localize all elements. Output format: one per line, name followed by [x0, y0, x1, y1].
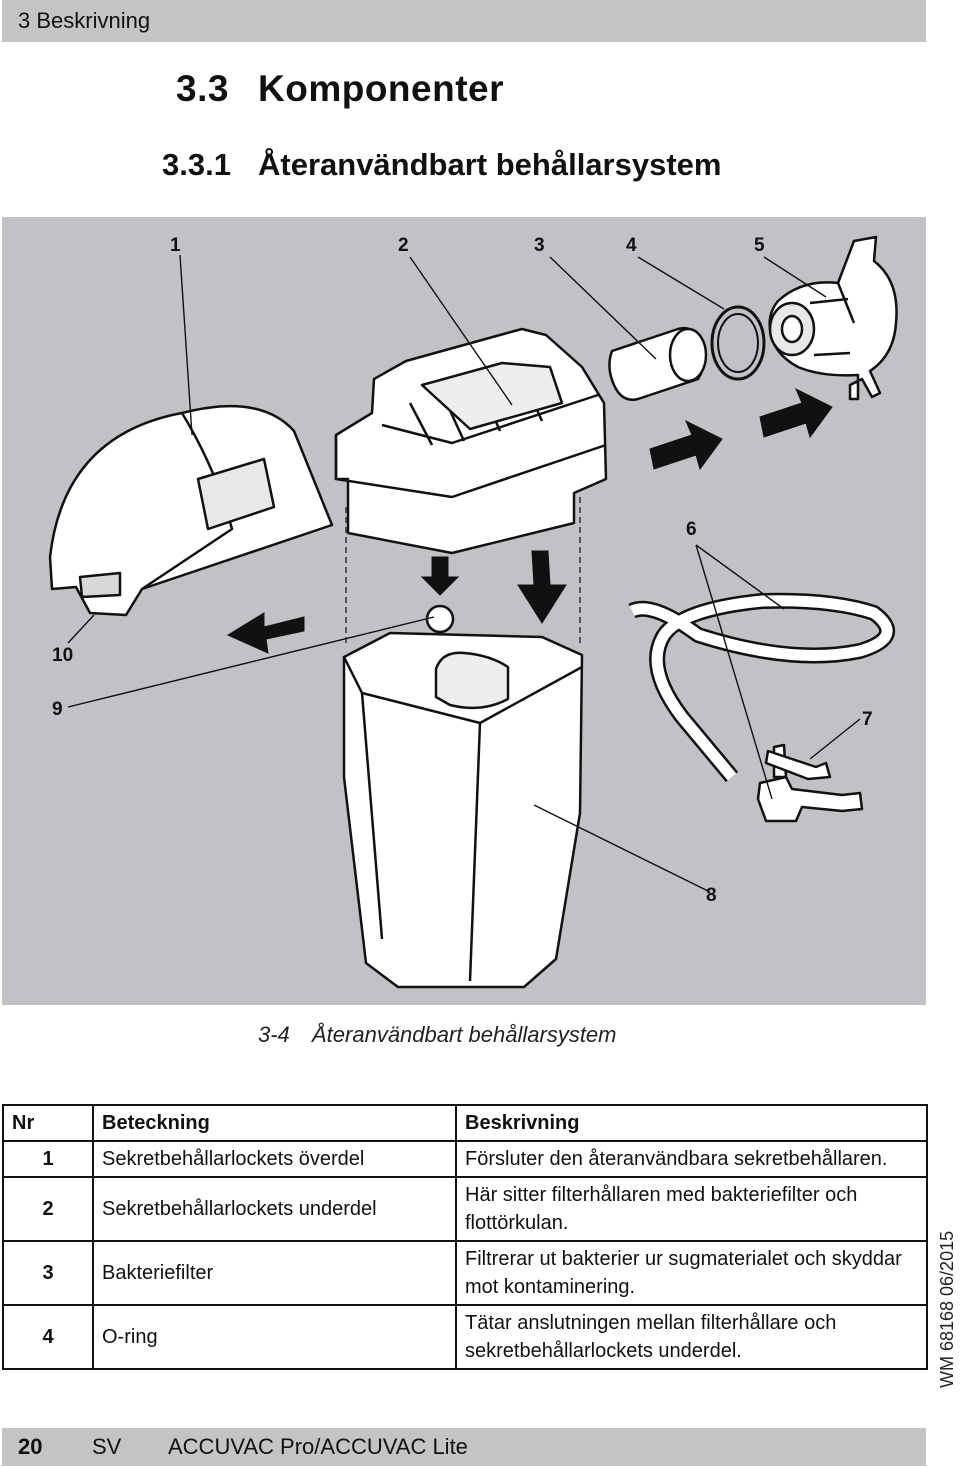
table-row: 1 Sekretbehållarlockets överdel Förslute…	[2, 1140, 928, 1178]
figure-caption: 3-4 Återanvändbart behållarsystem	[258, 1022, 617, 1048]
lid-bottom-part	[334, 327, 608, 555]
column-header-name: Beteckning	[92, 1104, 457, 1142]
product-name: ACCUVAC Pro/ACCUVAC Lite	[168, 1434, 468, 1459]
table-row: 2 Sekretbehållarlockets underdel Här sit…	[2, 1176, 928, 1242]
row-name: Sekretbehållarlockets överdel	[92, 1140, 457, 1178]
figure-caption-text: Återanvändbart behållarsystem	[312, 1022, 617, 1047]
row-name: Bakteriefilter	[92, 1240, 457, 1306]
arrow-down-2	[517, 550, 567, 624]
arrow-left	[226, 612, 305, 654]
row-description: Här sitter filterhållaren med bakteriefi…	[455, 1176, 928, 1242]
callout-9: 9	[52, 699, 63, 720]
row-number: 2	[2, 1176, 94, 1242]
callout-8: 8	[706, 885, 717, 906]
row-number: 1	[2, 1140, 94, 1178]
row-description: Försluter den återanvändbara sekretbehål…	[455, 1140, 928, 1178]
section-heading: 3.3 Komponenter	[176, 68, 504, 110]
callout-10: 10	[52, 645, 74, 666]
parts-table: Nr Beteckning Beskrivning 1 Sekretbehåll…	[2, 1104, 928, 1370]
subsection-number: 3.3.1	[162, 147, 231, 182]
exploded-view-figure: 1 2 3 4 5 6 7 8 9 10	[2, 217, 926, 1005]
callout-7: 7	[862, 709, 873, 730]
table-row: 3 Bakteriefilter Filtrerar ut bakterier …	[2, 1240, 928, 1306]
row-name: Sekretbehållarlockets underdel	[92, 1176, 457, 1242]
document-id: WM 68168 06/2015	[937, 1230, 957, 1388]
column-header-description: Beskrivning	[455, 1104, 928, 1142]
float-ball	[425, 604, 455, 634]
arrow-right-2	[759, 387, 833, 439]
lid-top-part	[48, 404, 334, 617]
header-bar	[2, 0, 926, 42]
column-header-nr: Nr	[2, 1104, 94, 1142]
row-description: Filtrerar ut bakterier ur sugmaterialet …	[455, 1240, 928, 1306]
callout-3: 3	[534, 235, 545, 256]
row-description: Tätar anslutningen mellan filterhållare …	[455, 1304, 928, 1370]
callout-5: 5	[754, 235, 765, 256]
row-number: 4	[2, 1304, 94, 1370]
row-number: 3	[2, 1240, 94, 1306]
section-header: 3 Beskrivning	[18, 8, 151, 33]
table-row: 4 O-ring Tätar anslutningen mellan filte…	[2, 1304, 928, 1370]
figure-number: 3-4	[258, 1022, 290, 1047]
callout-4: 4	[626, 235, 637, 256]
subsection-title: Återanvändbart behållarsystem	[258, 147, 722, 182]
arrow-right-1	[649, 419, 723, 471]
language-code: SV	[92, 1434, 122, 1459]
section-number: 3.3	[176, 68, 229, 109]
callout-1: 1	[170, 235, 181, 256]
callout-2: 2	[398, 235, 409, 256]
valve-part	[756, 775, 864, 823]
row-name: O-ring	[92, 1304, 457, 1370]
exploded-view-illustration	[48, 235, 898, 989]
subsection-heading: 3.3.1 Återanvändbart behållarsystem	[162, 147, 721, 183]
table-header-row: Nr Beteckning Beskrivning	[2, 1104, 928, 1142]
o-ring-part	[710, 305, 766, 381]
container-part	[342, 631, 584, 989]
footer-bar	[2, 1428, 926, 1466]
section-title: Komponenter	[258, 68, 504, 109]
callout-6: 6	[686, 519, 697, 540]
arrow-down-1	[420, 556, 460, 596]
page-number: 20	[18, 1434, 43, 1459]
